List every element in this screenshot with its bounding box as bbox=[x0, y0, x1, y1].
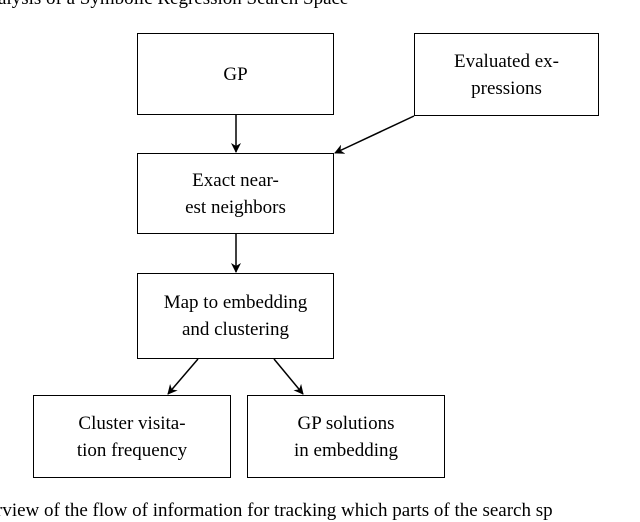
node-label: est neighbors bbox=[185, 196, 286, 218]
node-label: Map to embedding bbox=[163, 292, 308, 313]
figure-caption: rview of the flow of information for tra… bbox=[0, 500, 553, 521]
node-label: pressions bbox=[471, 77, 542, 99]
arrow-map-to-cluster bbox=[167, 358, 199, 395]
node-label: GP solutions bbox=[297, 412, 395, 434]
node-label: tion frequency bbox=[76, 439, 188, 461]
node-cluster-frequency: Cluster visita-tion frequency bbox=[33, 395, 231, 478]
page-header: alysis of a Symbolic Regression Search S… bbox=[0, 0, 348, 10]
node-nearest-neighbors: Exact near-est neighbors bbox=[137, 153, 334, 234]
arrow-evaluated-to-nn bbox=[334, 115, 415, 154]
node-gp: GP bbox=[137, 33, 334, 115]
node-map-embedding: Map to embedding and clustering bbox=[137, 273, 334, 359]
node-label: GP bbox=[223, 63, 248, 85]
node-label: Exact near- bbox=[192, 169, 279, 191]
node-label: Evaluated ex- bbox=[454, 50, 559, 72]
node-label: Cluster visita- bbox=[78, 412, 186, 434]
node-label: in embedding bbox=[294, 439, 398, 461]
node-label: and clustering bbox=[181, 319, 290, 340]
node-gp-solutions: GP solutions in embedding bbox=[247, 395, 445, 478]
arrow-map-to-solutions bbox=[273, 358, 304, 395]
node-evaluated-expressions: Evaluated ex-pressions bbox=[414, 33, 599, 116]
